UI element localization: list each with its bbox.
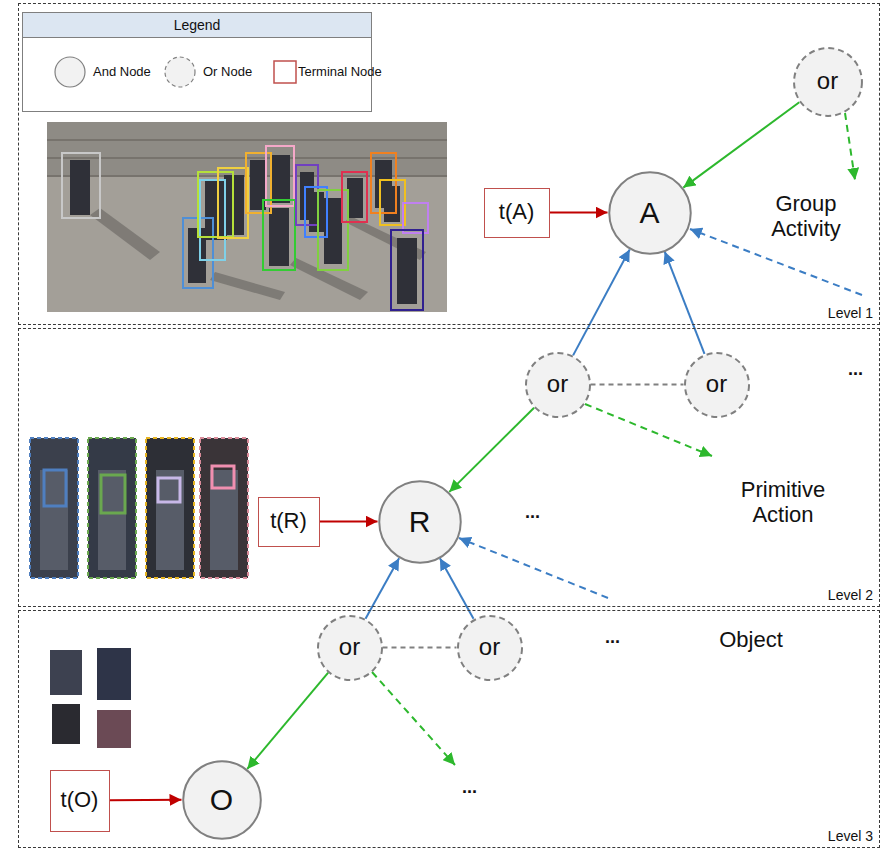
and-node: O [182,760,262,840]
and-sample [55,57,85,87]
or-circle [684,352,748,416]
legend-symbol [163,55,197,89]
level-title: Group Activity [741,191,871,242]
connector [591,384,684,386]
node-text: or [479,634,500,660]
connector [449,408,534,492]
or-node: or [457,615,523,681]
crowd-photo [47,122,447,312]
connector [683,102,799,187]
level-band: Primitive ActionLevel 2 or or t(R) R [18,328,880,607]
node-text: or [706,371,727,397]
ellipsis-label: ... [848,360,863,380]
legend-symbol [268,55,302,89]
level-title: Object [701,627,801,652]
terminal-node: t(O) [50,770,110,832]
connector [573,250,630,356]
node-text: t(R) [270,509,307,533]
node-text: A [639,196,659,229]
person-crops [30,438,248,578]
legend-text: And Node [93,64,151,79]
or-circle [794,48,862,116]
or-circle [457,615,521,679]
node-text: O [210,783,233,816]
ellipsis-label: ... [605,628,620,648]
and-circle [609,172,690,253]
terminal-node: t(A) [484,188,550,238]
node-text: or [817,68,838,94]
ellipsis-label: ... [525,503,540,523]
object-crops [50,648,131,748]
connector [550,212,608,214]
and-node: A [608,171,692,255]
node-text: or [339,634,360,660]
level-band: ObjectLevel 3 or or t(O) O [18,610,880,848]
terminal-node: t(R) [258,497,320,547]
legend-box: LegendAnd NodeOr NodeTerminal Node [22,12,372,112]
node-text: t(O) [61,788,99,812]
level-number: Level 3 [828,828,873,844]
legend-symbol [53,55,87,89]
connector [247,673,328,769]
level-number: Level 2 [828,587,873,603]
legend-text: Terminal Node [298,64,382,79]
terminal-sample [274,61,296,83]
node-text: t(A) [499,200,534,224]
ellipsis-label: ... [462,778,477,798]
connector [110,799,182,802]
or-circle [525,352,589,416]
and-circle [379,481,460,562]
level-number: Level 1 [828,305,873,321]
or-node: or [684,352,750,418]
legend-text: Or Node [203,64,252,79]
connector [320,521,378,523]
node-text: R [409,505,431,538]
legend-header: Legend [23,13,371,38]
or-node: or [317,615,383,681]
or-circle [317,615,381,679]
connector [383,647,457,649]
and-circle [183,761,261,839]
level-title: Primitive Action [713,477,853,528]
connector [665,252,705,354]
node-text: or [547,371,568,397]
or-sample [165,57,195,87]
and-node: R [378,480,462,564]
or-node: or [793,47,863,117]
legend-title: Legend [174,17,221,33]
or-node: or [525,352,591,418]
